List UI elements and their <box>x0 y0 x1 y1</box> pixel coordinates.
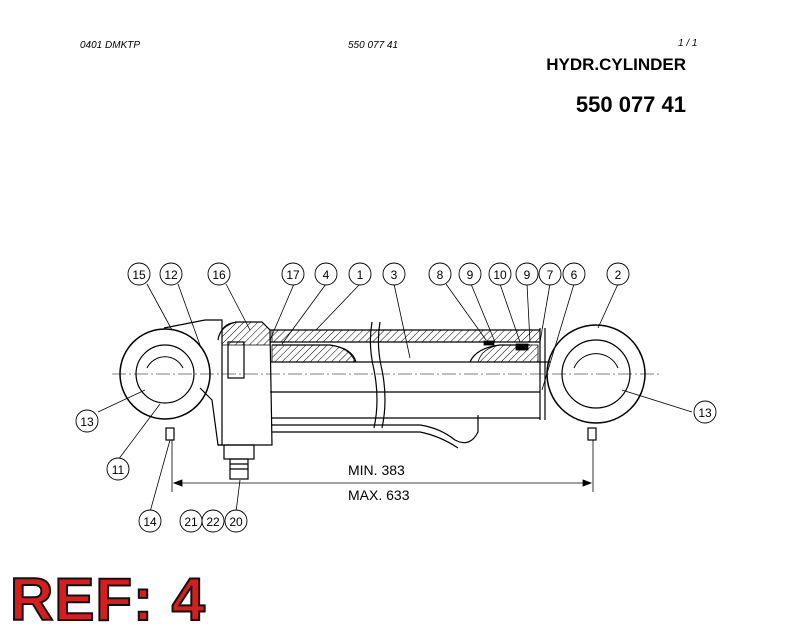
callout-9b: 9 <box>524 268 531 282</box>
callout-2: 2 <box>615 268 622 282</box>
callout-15: 15 <box>132 268 146 282</box>
callout-16: 16 <box>212 268 226 282</box>
min-length-label: MIN. 383 <box>348 462 405 478</box>
callout-22: 22 <box>206 515 220 529</box>
leader-lines <box>97 283 693 513</box>
callout-11: 11 <box>112 463 125 477</box>
page-indicator: 1 / 1 <box>678 38 698 49</box>
callout-20: 20 <box>229 515 243 529</box>
header-part-number: 550 077 41 <box>348 40 399 51</box>
max-length-label: MAX. 633 <box>348 487 410 503</box>
callout-6: 6 <box>571 268 578 282</box>
callout-9: 9 <box>467 268 474 282</box>
cylinder-body <box>112 319 660 480</box>
callout-3: 3 <box>391 268 398 282</box>
callout-12: 12 <box>164 268 178 282</box>
callout-13-left: 13 <box>80 415 94 429</box>
document-code: 0401 DMKTP <box>80 40 141 51</box>
callout-10: 10 <box>493 268 507 282</box>
ref-label: REF: 4 <box>9 565 207 634</box>
callout-13-right: 13 <box>698 406 712 420</box>
callout-1: 1 <box>357 268 364 282</box>
callout-4: 4 <box>323 268 330 282</box>
callout-14: 14 <box>143 515 157 529</box>
part-number: 550 077 41 <box>575 92 686 117</box>
callout-8: 8 <box>437 268 444 282</box>
callout-21: 21 <box>184 515 198 529</box>
callout-7: 7 <box>547 268 554 282</box>
drawing-title: HYDR.CYLINDER <box>546 55 686 74</box>
dimension-lines <box>171 440 594 492</box>
hatched-sections <box>221 321 541 363</box>
callout-17: 17 <box>286 268 300 282</box>
callout-balloons <box>75 262 717 533</box>
